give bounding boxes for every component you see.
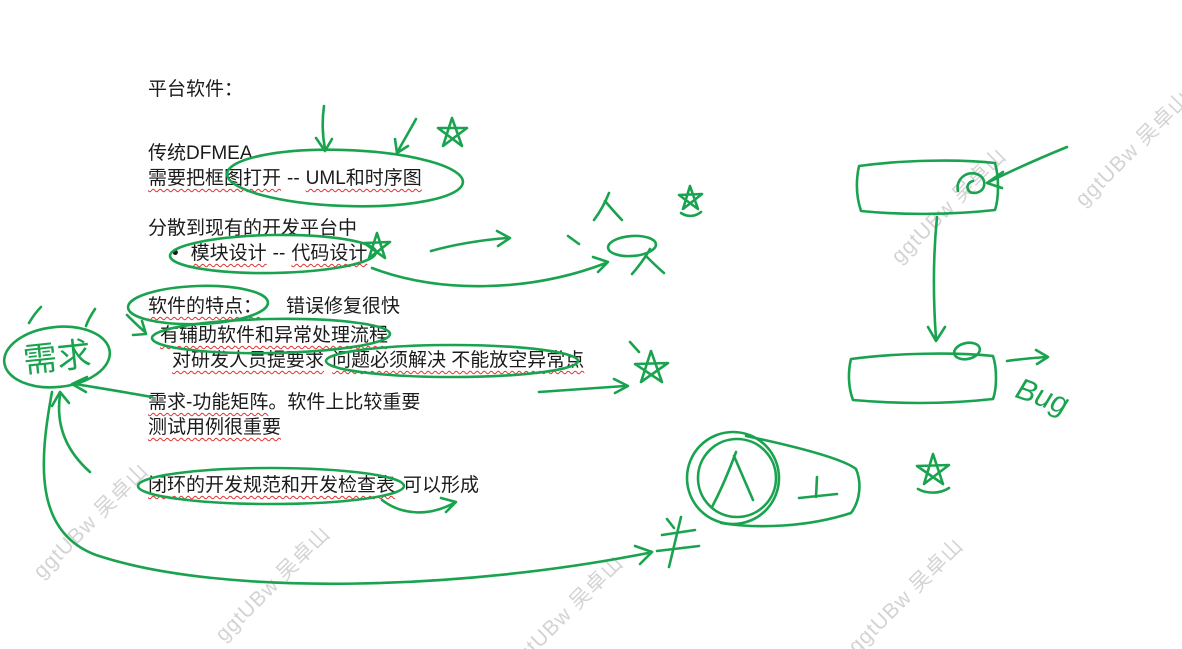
right-arrow-annotation — [429, 229, 512, 253]
text: -- — [287, 168, 300, 189]
doc-line-matrix: 需求-功能矩阵。软件上比较重要 — [148, 391, 420, 415]
need-handwriting: 需求 — [21, 336, 93, 381]
watermark: ggtUBw 吴卓山 — [887, 144, 1012, 269]
star-scribble — [915, 452, 951, 494]
text: 分散到现有的开发平台中 — [148, 218, 358, 239]
doc-line-testcase: 测试用例很重要 — [148, 416, 281, 440]
star-doodle — [436, 116, 469, 148]
diagonal-arrow-into-box — [985, 145, 1069, 190]
arrow-to-need-circle — [70, 375, 154, 399]
swoosh-arrow-annotation — [380, 496, 458, 514]
doc-line-module: • 模块设计--代码设计 — [172, 242, 367, 266]
down-arrow-annotation — [393, 117, 418, 155]
watermark: ggtUBw 吴卓山 — [211, 522, 336, 647]
text: 模块设计 — [190, 243, 267, 264]
ru-character-doodle — [592, 191, 624, 222]
need-label-circle: 需求 — [2, 305, 112, 389]
text: 测试用例很重要 — [148, 417, 282, 438]
bug-handwriting-group: Bug — [1012, 372, 1074, 421]
cylinder-doodle — [685, 430, 861, 528]
doc-line-feature: 软件的特点： 错误修复很快 — [148, 295, 400, 319]
text: -- — [272, 243, 286, 264]
down-arrow-annotation — [314, 104, 334, 153]
text: 需求-功能矩阵 — [148, 392, 269, 413]
arc-arrow-to-need-circle — [50, 390, 92, 474]
watermark: ggtUBw 吴卓山 — [504, 551, 629, 649]
text: 错误修复很快 — [286, 296, 401, 317]
text: 问题必须解决 不能放空异常点 — [332, 350, 585, 371]
doc-line-dfmea: 传统DFMEA — [148, 142, 253, 166]
text: 传统DFMEA — [148, 143, 253, 164]
doc-line-title: 平台软件： — [148, 78, 243, 102]
vertical-flow-arrow — [926, 215, 947, 343]
mouth-and-person-doodle — [566, 234, 666, 276]
text: 闭环的开发规范和开发检查表 — [148, 475, 396, 496]
star-doodle — [628, 340, 670, 384]
right-arrow-annotation — [537, 377, 630, 395]
bullet: • — [172, 243, 179, 264]
bug-handwriting: Bug — [1012, 372, 1074, 421]
text: 代码设计 — [291, 243, 368, 264]
watermark: ggtUBw 吴卓山 — [29, 459, 154, 584]
star-scribble — [677, 184, 704, 218]
bug-arrow — [1005, 348, 1050, 366]
text: 软件的特点： — [148, 296, 263, 317]
text: 对研发人员提要求 — [172, 350, 325, 371]
watermark: ggtUBw 吴卓山 — [844, 534, 969, 649]
flow-box-top — [855, 159, 1000, 216]
check-arrow-doodle — [125, 313, 148, 337]
doc-line-aux: 有辅助软件和异常处理流程 — [160, 324, 388, 348]
perpendicular-doodle — [797, 475, 839, 500]
doc-line-requirement: 对研发人员提要求问题必须解决 不能放空异常点 — [172, 349, 584, 373]
watermark: ggtUBw 吴卓山 — [1071, 87, 1182, 212]
text: 。软件上比较重要 — [268, 392, 421, 413]
doc-line-platform: 分散到现有的开发平台中 — [148, 217, 357, 241]
text: 需要把框图打开 — [148, 168, 282, 189]
spiral-scribble — [956, 171, 986, 195]
sheng-character-doodle — [655, 515, 701, 569]
doc-line-closedloop: 闭环的开发规范和开发检查表可以形成 — [148, 474, 479, 498]
text: 有辅助软件和异常处理流程 — [160, 325, 389, 346]
star-doodle — [362, 231, 392, 260]
text: 可以形成 — [403, 475, 480, 496]
doc-line-uml: 需要把框图打开--UML和时序图 — [148, 167, 422, 191]
text: 平台软件： — [148, 79, 244, 100]
text: UML和时序图 — [305, 168, 422, 189]
swoop-arrow-annotation — [370, 255, 610, 288]
flow-box-bottom — [847, 341, 998, 405]
